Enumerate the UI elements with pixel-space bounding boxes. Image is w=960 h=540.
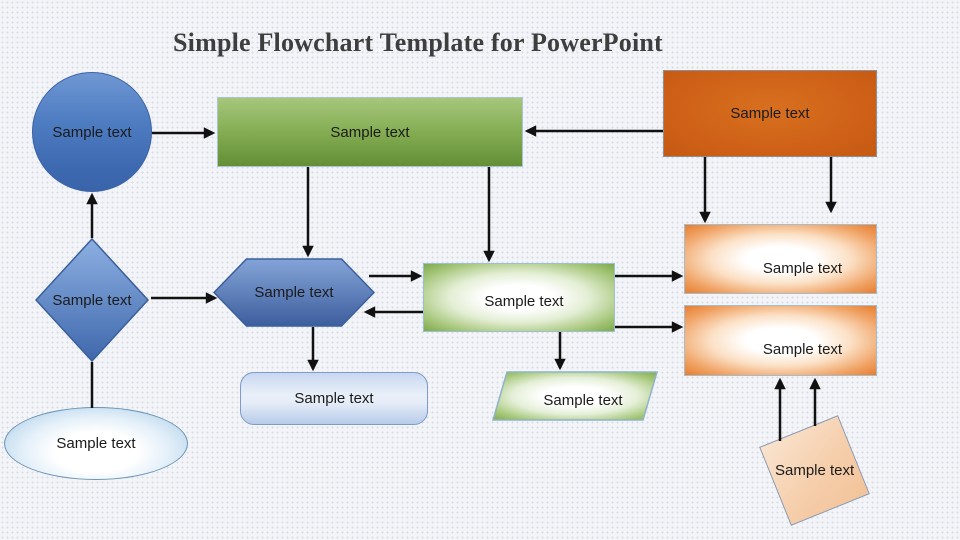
node-hexagon[interactable]: Sample text xyxy=(213,258,375,327)
node-rounded-process[interactable]: Sample text xyxy=(240,372,428,425)
node-label: Sample text xyxy=(484,293,564,310)
node-label: Sample text xyxy=(774,462,855,479)
node-process-center[interactable]: Sample text xyxy=(423,263,615,332)
node-data-parallelogram[interactable]: Sample text xyxy=(492,371,658,421)
node-start-circle[interactable]: Sample text xyxy=(32,72,152,192)
node-label: Sample text xyxy=(762,341,843,358)
node-terminator-ellipse[interactable]: Sample text xyxy=(4,407,188,480)
node-process-top[interactable]: Sample text xyxy=(217,97,523,167)
node-decision-diamond[interactable]: Sample text xyxy=(35,238,149,362)
diamond-shape xyxy=(35,238,149,362)
node-label: Sample text xyxy=(56,435,136,452)
parallelogram-shape xyxy=(492,371,658,421)
node-label: Sample text xyxy=(543,391,623,409)
node-output-right-1[interactable]: Sample text xyxy=(684,224,877,294)
node-label: Sample text xyxy=(330,123,410,141)
node-process-orange-top[interactable]: Sample text xyxy=(663,70,877,157)
node-label: Sample text xyxy=(52,123,132,141)
node-label: Sample text xyxy=(52,291,132,309)
node-label: Sample text xyxy=(730,105,810,122)
node-output-right-2[interactable]: Sample text xyxy=(684,305,877,376)
node-label: Sample text xyxy=(254,284,334,301)
node-label: Sample text xyxy=(762,259,843,277)
node-label: Sample text xyxy=(294,390,374,407)
hexagon-shape xyxy=(213,258,375,327)
slide-title: Simple Flowchart Template for PowerPoint xyxy=(173,28,663,57)
node-rotated-card[interactable]: Sample text xyxy=(759,415,870,526)
